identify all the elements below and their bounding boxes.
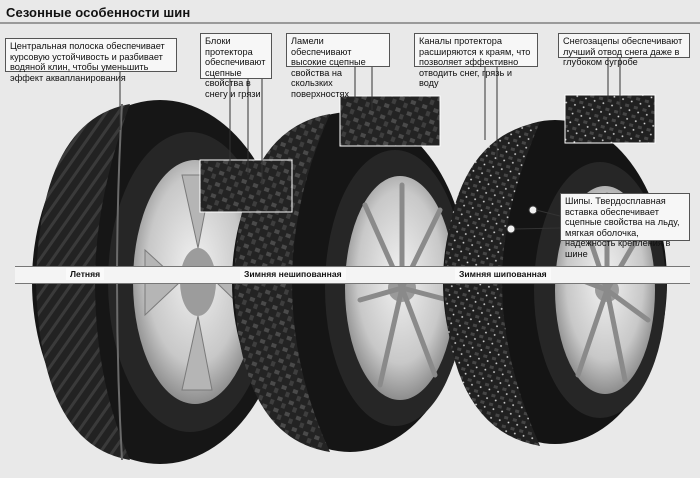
leader-lines bbox=[119, 58, 621, 230]
callout-studs: Шипы. Твердосплавная вставка обеспечивае… bbox=[560, 193, 690, 259]
callout-sipes: Ламели обеспечивают высокие сцепные свой… bbox=[286, 33, 390, 99]
sipes-inset bbox=[339, 95, 441, 147]
callout-snow-hooks: Снегозацепы обеспечивают лучший отвод сн… bbox=[558, 33, 690, 67]
label-winter-stud: Зимняя шипованная bbox=[455, 268, 551, 280]
callout-tread-blocks: Блоки протектора обеспечивают сцепные св… bbox=[200, 33, 272, 99]
stud-marker bbox=[528, 205, 538, 215]
summer-band bbox=[15, 266, 243, 284]
stud-marker-2 bbox=[506, 224, 516, 234]
figure-title: Сезонные особенности шин bbox=[6, 5, 191, 20]
callout-center-strip: Центральная полоска обеспечивает курсову… bbox=[5, 38, 177, 83]
label-summer: Летняя bbox=[66, 268, 105, 280]
snow-hooks-inset bbox=[564, 94, 656, 144]
title-rule bbox=[0, 22, 700, 24]
callout-channels: Каналы протектора расширяются к краям, ч… bbox=[414, 33, 538, 88]
label-winter-nonstud: Зимняя нешипованная bbox=[240, 268, 346, 280]
tread-blocks-inset bbox=[199, 159, 293, 213]
